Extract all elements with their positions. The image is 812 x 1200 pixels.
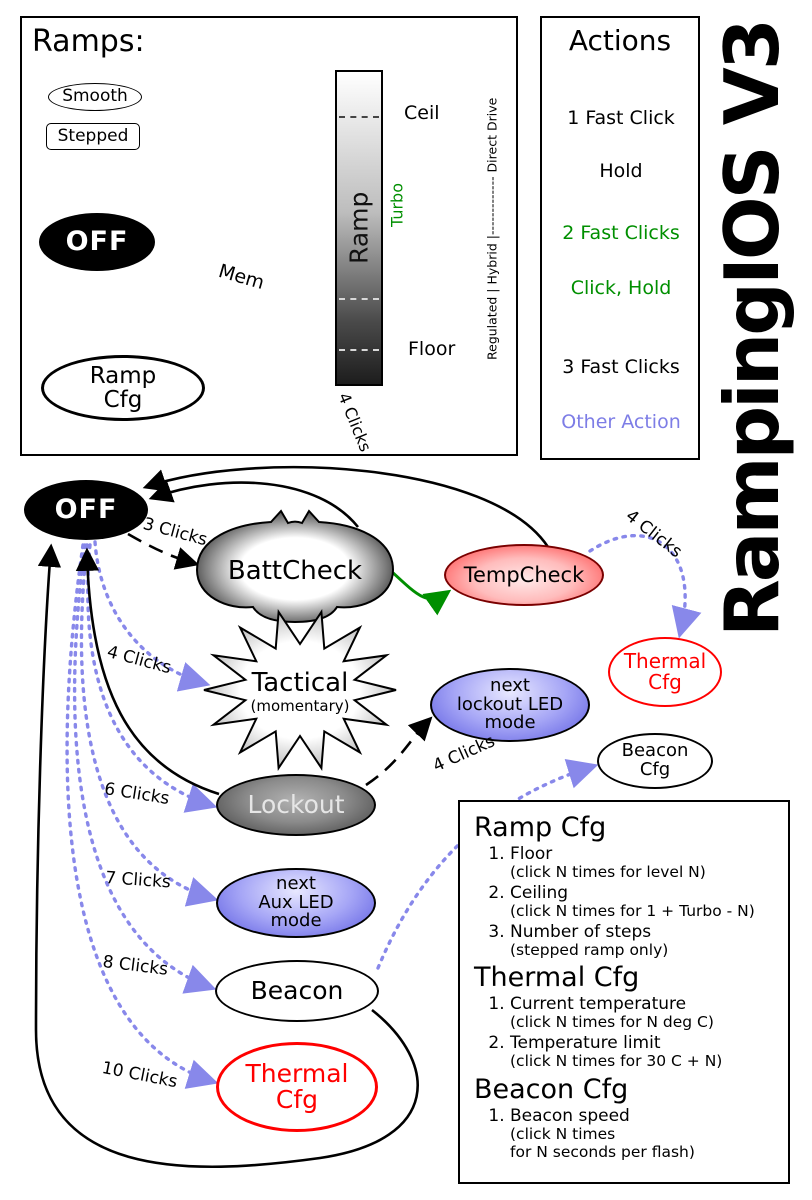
cfg-item: Current temperature (click N times for N… [510, 994, 778, 1032]
thermal-bottom-line2: Cfg [275, 1085, 319, 1114]
tactical-label: Tactical [251, 668, 349, 698]
actions-panel [540, 16, 700, 460]
cfg-heading-thermal: Thermal Cfg [474, 962, 640, 994]
cfg-item-line: Floor [510, 844, 553, 864]
node-beacon-cfg: Beacon Cfg [597, 733, 713, 789]
aux-led-line2: Aux LED [258, 891, 334, 913]
drive-scale-label: Regulated | Hybrid |------------- Direct… [484, 97, 500, 361]
aux-led-line1: next [276, 872, 316, 894]
ramps-title: Ramps: [32, 24, 145, 59]
app-title-wrap: RampingIOS V3 [698, 14, 810, 646]
legend-label-other-action: Other Action [561, 411, 681, 433]
label-10-clicks: 10 Clicks [100, 1058, 180, 1093]
cfg-item: Temperature limit (click N times for 30 … [510, 1033, 778, 1071]
thermal-right-line1: Thermal [623, 649, 707, 673]
label-4-clicks-thermal: 4 Clicks [621, 506, 686, 563]
cfg-item: Floor (click N times for level N) [510, 844, 778, 882]
smooth-label: Smooth [62, 86, 128, 107]
label-7-clicks: 7 Clicks [104, 868, 172, 893]
floor-label: Floor [408, 338, 456, 360]
battcheck-label: BattCheck [227, 556, 363, 586]
aux-led-line3: mode [270, 910, 322, 932]
app-title: RampingIOS V3 [708, 21, 796, 638]
thermal-bottom-line1: Thermal [245, 1058, 349, 1088]
bat-silhouette [195, 509, 395, 624]
node-smooth: Smooth [48, 83, 142, 111]
cfg-item-sub: (click N times for 30 C + N) [510, 1052, 723, 1071]
legend-label-2-fast-clicks: 2 Fast Clicks [562, 222, 680, 244]
cfg-list-beacon: Beacon speed (click N times for N second… [474, 1106, 778, 1162]
node-tempcheck: TempCheck [444, 544, 604, 606]
label-4-clicks-tactical: 4 Clicks [104, 642, 174, 679]
cfg-item-line: Current temperature [510, 994, 687, 1015]
legend-label-3-fast-clicks: 3 Fast Clicks [562, 356, 680, 378]
beacon-cfg-line2: Cfg [639, 759, 671, 780]
turbo-label: Turbo [387, 182, 407, 227]
label-4-clicks-beacon: 4 Clicks [430, 731, 499, 777]
lockout-led-line3: mode [484, 712, 536, 734]
ramp-cfg-line1: Ramp [89, 362, 157, 389]
cfg-item: Beacon speed (click N times for N second… [510, 1106, 778, 1162]
actions-title: Actions [568, 24, 672, 57]
cfg-list-ramp: Floor (click N times for level N) Ceilin… [474, 844, 778, 959]
ramp-tick-floor [339, 349, 379, 351]
cfg-item: Ceiling (click N times for 1 + Turbo - N… [510, 883, 778, 921]
cfg-heading-beacon: Beacon Cfg [474, 1074, 629, 1106]
beacon-label: Beacon [250, 975, 344, 1005]
ramp-tick-ceiling [339, 116, 379, 118]
cfg-item: Number of steps (stepped ramp only) [510, 922, 778, 960]
node-lockout-led: next lockout LED mode [430, 668, 590, 742]
lockout-led-line1: next [490, 674, 530, 696]
ceil-label: Ceil [404, 102, 440, 124]
ramp-bar: Ramp [335, 70, 383, 386]
lockout-label: Lockout [247, 789, 345, 819]
cfg-panel: Ramp Cfg Floor (click N times for level … [458, 800, 790, 1184]
beacon-cfg-line1: Beacon [621, 740, 689, 762]
tactical-sublabel: (momentary) [250, 697, 350, 715]
ramp-cfg-line2: Cfg [103, 387, 143, 413]
cfg-item-line: Beacon speed [510, 1106, 630, 1127]
node-beacon: Beacon [215, 960, 379, 1022]
legend-label-hold: Hold [599, 160, 643, 182]
node-thermal-cfg-bottom: Thermal Cfg [216, 1042, 378, 1132]
ramp-bar-label: Ramp [344, 191, 374, 265]
cfg-list-thermal: Current temperature (click N times for N… [474, 994, 778, 1071]
thermal-right-line2: Cfg [648, 670, 682, 694]
ramp-tick-mem [339, 298, 379, 300]
tempcheck-label: TempCheck [463, 562, 585, 587]
lockout-led-line2: lockout LED [456, 693, 564, 715]
cfg-item-sub: (stepped ramp only) [510, 940, 669, 959]
star-polygon [203, 609, 397, 771]
label-6-clicks: 6 Clicks [102, 779, 171, 810]
node-off-ramps: OFF [39, 213, 155, 271]
label-8-clicks: 8 Clicks [101, 952, 170, 980]
battcheck-bat-shape [195, 509, 395, 624]
cfg-item-line: Ceiling [510, 882, 569, 903]
cfg-item-sub: (click N times for level N) [510, 863, 706, 881]
legend-label-click-hold: Click, Hold [570, 277, 672, 299]
node-off-main: OFF [24, 480, 148, 540]
node-thermal-cfg-right: Thermal Cfg [608, 637, 722, 707]
node-aux-led: next Aux LED mode [216, 868, 376, 938]
cfg-item-sub: (click N times for N seconds per flash) [510, 1125, 695, 1161]
node-lockout: Lockout [216, 774, 376, 836]
node-ramp-cfg: Ramp Cfg [41, 355, 205, 421]
stepped-label: Stepped [57, 125, 129, 146]
tactical-star-shape [203, 609, 397, 771]
cfg-item-sub: (click N times for N deg C) [510, 1013, 714, 1032]
node-stepped: Stepped [46, 123, 140, 150]
cfg-item-sub: (click N times for 1 + Turbo - N) [510, 901, 755, 920]
off-main-label: OFF [54, 493, 118, 525]
legend-label-1-fast-click: 1 Fast Click [567, 107, 675, 129]
cfg-item-line: Number of steps [510, 921, 652, 942]
cfg-item-line: Temperature limit [510, 1033, 661, 1054]
off-label: OFF [65, 225, 129, 257]
cfg-heading-ramp: Ramp Cfg [474, 812, 607, 843]
